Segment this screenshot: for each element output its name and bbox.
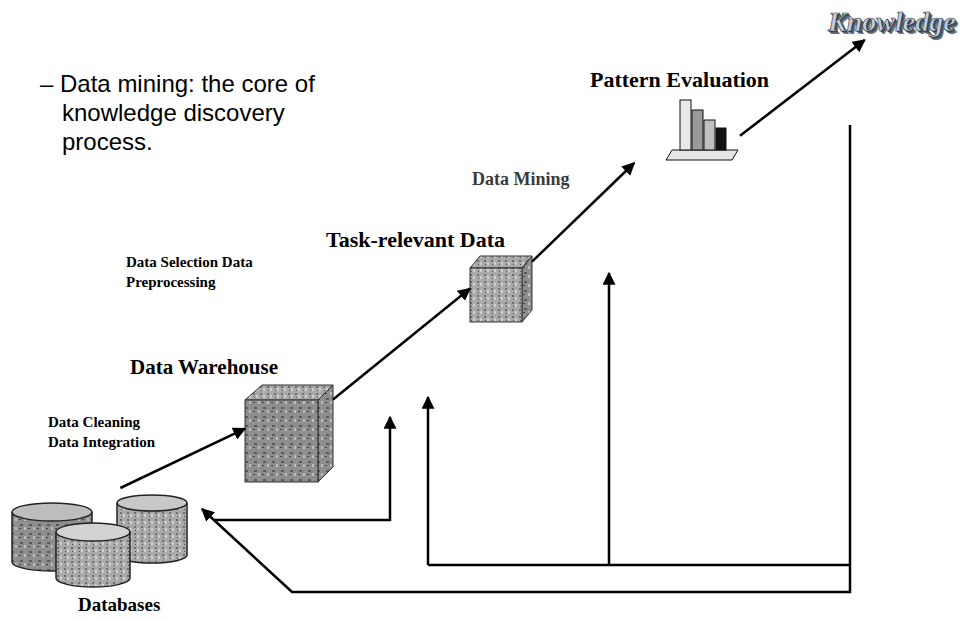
feedback-line: [202, 125, 850, 592]
cylinder-part: [12, 503, 92, 521]
task-data-cube-part: [470, 268, 522, 322]
feedback-line: [427, 397, 430, 565]
result-wordart: Knowledge: [828, 6, 956, 38]
bar-chart-icon-part: [704, 120, 715, 150]
feedback-lines: [202, 125, 850, 592]
task-data-cube: [470, 256, 532, 322]
node-heading: Task-relevant Data: [326, 227, 505, 253]
step-label: Data Mining: [472, 168, 570, 191]
flow-arrow: [333, 289, 470, 400]
pattern-evaluation: Pattern Evaluation: [625, 95, 740, 163]
step-label: Data Cleaning Data Integration: [48, 413, 158, 452]
database-cylinders: [12, 495, 187, 587]
node-heading: Data Warehouse: [130, 355, 278, 380]
task-data-cube-part: [470, 256, 532, 268]
bullet-note: – Data mining: the core of knowledge dis…: [40, 70, 352, 156]
bar-chart-icon-part: [716, 128, 726, 150]
bar-chart-icon-part: [692, 110, 703, 150]
database-group: Databases: [10, 488, 188, 588]
node-heading: Pattern Evaluation: [590, 67, 769, 93]
task-data: Task-relevant Data: [470, 255, 532, 322]
feedback-line: [428, 564, 850, 567]
task-data-cube-part: [522, 256, 532, 322]
cylinder-part: [117, 495, 187, 511]
cylinder: [56, 523, 130, 587]
feedback-line: [215, 417, 390, 520]
feedback-line: [608, 273, 611, 565]
knowledge-wordart: Knowledge: [824, 4, 960, 40]
bar-chart-icon-part: [680, 100, 691, 150]
node-heading: Databases: [78, 594, 160, 617]
warehouse-cube: [245, 385, 333, 482]
warehouse-cube-part: [318, 385, 333, 482]
bar-chart-icon-part: [666, 150, 738, 160]
warehouse-cube-part: [245, 400, 318, 482]
data-warehouse: Data Warehouse: [245, 385, 333, 482]
bar-chart-icon: [666, 100, 738, 160]
step-label: Data Selection Data Preprocessing: [126, 253, 253, 292]
cylinder-part: [56, 523, 130, 541]
